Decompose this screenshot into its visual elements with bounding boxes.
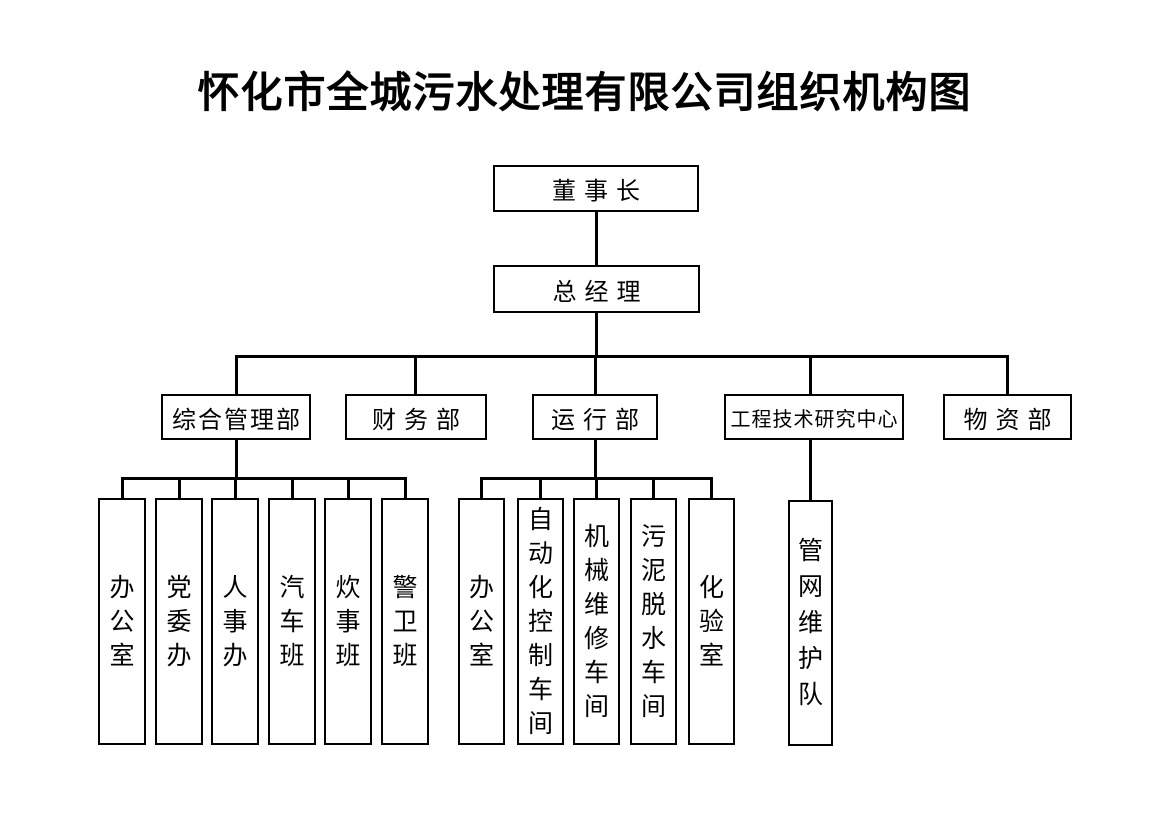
node-unit-laboratory: 化验室 [688,498,735,745]
node-unit-sludge-dewatering-workshop: 污泥脱水车间 [630,498,677,745]
connector-gm-to-bus [595,312,598,357]
node-unit-automation-control-workshop: 自动化控制车间 [517,498,564,745]
connector-drop-engineering-center [809,355,812,395]
node-unit-office: 办公室 [98,498,146,745]
page-title: 怀化市全城污水处理有限公司组织机构图 [197,71,972,117]
connector-drop-ops-unit-4 [652,477,655,499]
node-dept-materials: 物资部 [943,394,1072,440]
connector-drop-admin-unit-2 [178,477,181,499]
node-unit-personnel-office: 人事办 [211,498,259,745]
node-dept-operations: 运行部 [532,394,658,440]
connector-drop-ops-unit-2 [539,477,542,499]
connector-drop-finance [414,355,417,395]
connector-drop-ops-unit-1 [480,477,483,499]
connector-drop-admin-unit-5 [347,477,350,499]
connector-drop-materials [1006,355,1009,395]
node-dept-engineering-center: 工程技术研究中心 [724,394,904,440]
connector-main-bus [235,355,1009,358]
node-unit-motor-vehicle-squad: 汽车班 [268,498,316,745]
connector-drop-admin-unit-4 [291,477,294,499]
node-general-manager: 总经理 [493,265,700,313]
connector-general-management-to-subbus [235,438,238,479]
node-unit-machinery-maintenance-workshop: 机械维修车间 [573,498,620,745]
node-unit-cooking-squad: 炊事班 [324,498,372,745]
connector-drop-admin-unit-3 [234,477,237,499]
connector-drop-ops-unit-3 [595,477,598,499]
connector-drop-operations [594,355,597,395]
node-chairman: 董事长 [493,165,699,212]
node-dept-finance: 财务部 [345,394,487,440]
connector-drop-admin-unit-1 [121,477,124,499]
connector-drop-admin-unit-6 [404,477,407,499]
connector-left-subbus [121,477,407,480]
node-unit-pipe-network-maintenance-team: 管网维护队 [788,500,833,746]
connector-drop-ops-unit-5 [710,477,713,499]
connector-engineering-to-unit [809,438,812,501]
connector-operations-to-subbus [594,438,597,479]
connector-chairman-to-gm [595,211,598,266]
node-dept-general-management: 综合管理部 [161,394,311,440]
node-unit-operations-office: 办公室 [458,498,505,745]
node-unit-guard-squad: 警卫班 [381,498,429,745]
node-unit-party-committee-office: 党委办 [155,498,203,745]
connector-drop-general-management [235,355,238,395]
